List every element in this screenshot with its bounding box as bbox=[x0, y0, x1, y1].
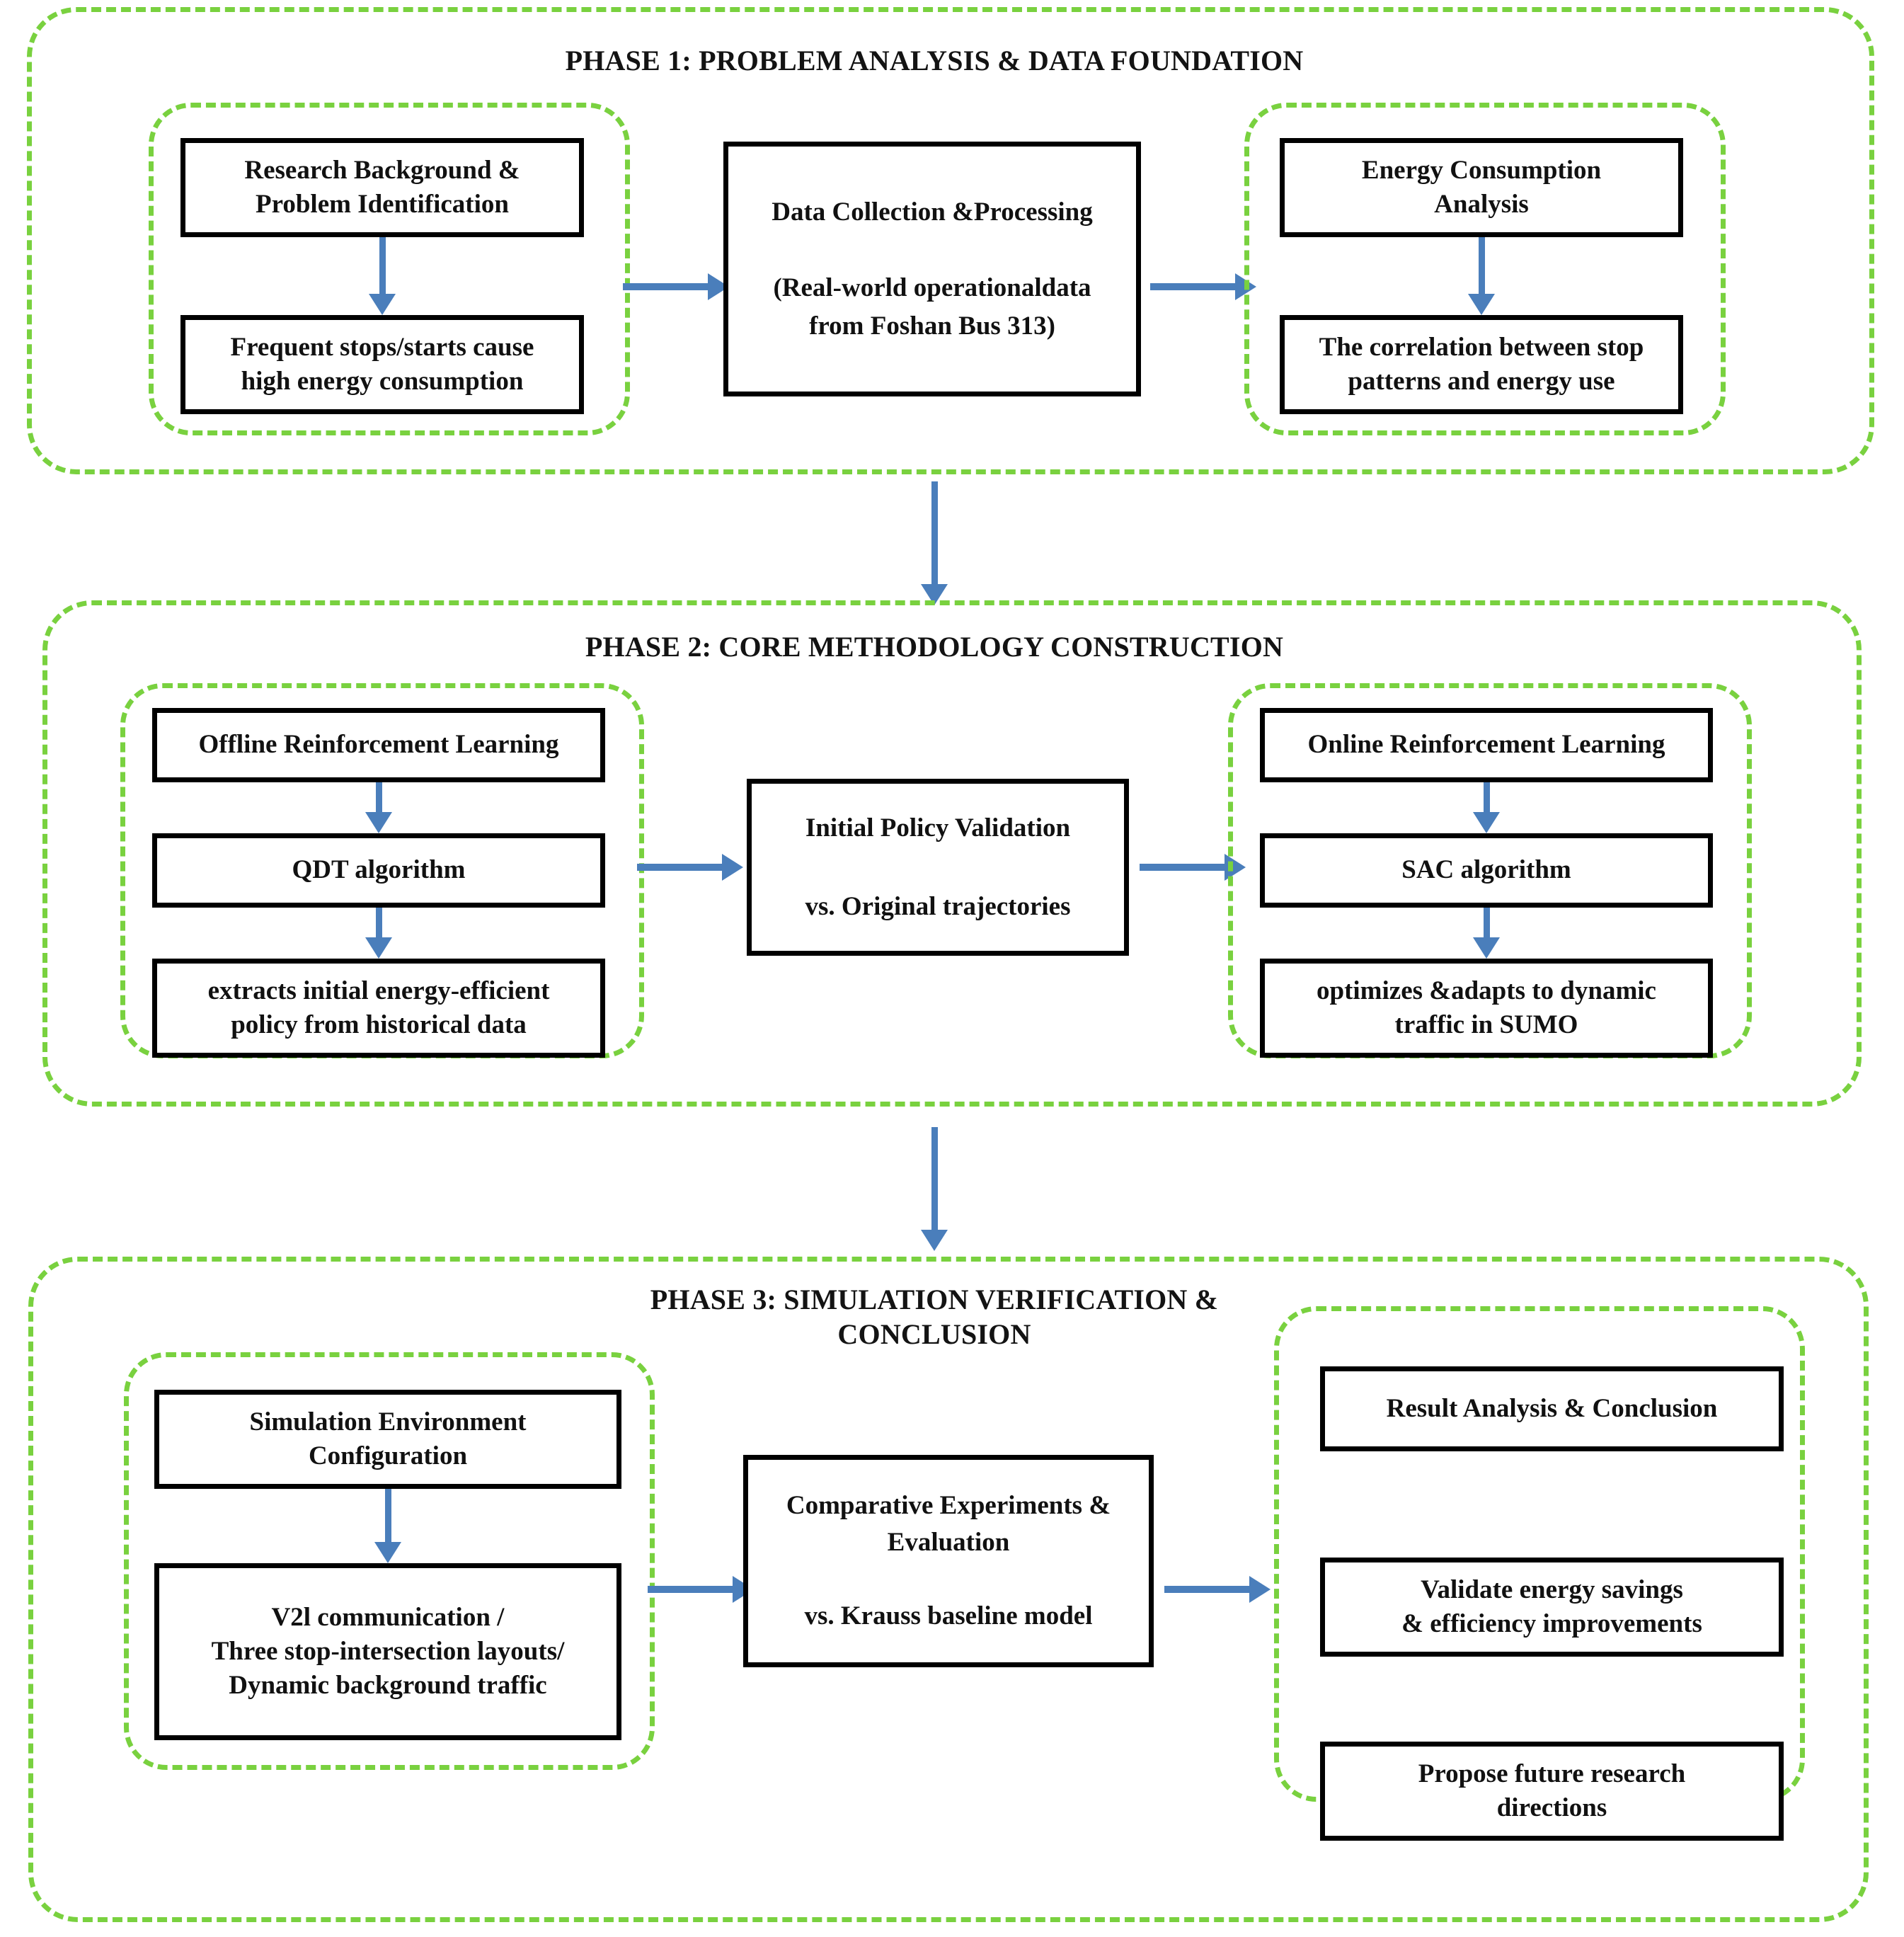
node-data-collection: Data Collection &Processing (Real-world … bbox=[723, 142, 1141, 396]
node-frequent-stops: Frequent stops/starts cause high energy … bbox=[180, 315, 584, 414]
node-research-background: Research Background & Problem Identifica… bbox=[180, 138, 584, 237]
node-optimizes-adapts: optimizes &adapts to dynamic traffic in … bbox=[1260, 959, 1713, 1058]
node-result-analysis-conclusion: Result Analysis & Conclusion bbox=[1320, 1366, 1784, 1451]
node-online-rl: Online Reinforcement Learning bbox=[1260, 708, 1713, 782]
node-qdt-algorithm: QDT algorithm bbox=[152, 833, 605, 908]
node-energy-consumption-analysis: Energy Consumption Analysis bbox=[1280, 138, 1683, 237]
phase-2-title: PHASE 2: CORE METHODOLOGY CONSTRUCTION bbox=[585, 631, 1284, 663]
phase-1-title: PHASE 1: PROBLEM ANALYSIS & DATA FOUNDAT… bbox=[565, 45, 1304, 76]
arrow-p2-n5-to-n6 bbox=[1472, 782, 1501, 833]
node-correlation-stop-patterns: The correlation between stop patterns an… bbox=[1280, 315, 1683, 414]
arrow-p3-n1-to-n2 bbox=[374, 1489, 402, 1563]
node-v2l-communication: V2l communication / Three stop-intersect… bbox=[154, 1563, 621, 1740]
phase-1-right-group bbox=[1244, 103, 1726, 435]
arrow-p2-n6-to-n7 bbox=[1472, 908, 1501, 959]
arrow-phase1-to-phase2 bbox=[920, 481, 948, 605]
node-initial-policy-validation: Initial Policy Validation vs. Original t… bbox=[747, 779, 1129, 956]
arrow-phase2-to-phase3 bbox=[920, 1127, 948, 1251]
arrow-p1-left-to-center bbox=[623, 273, 729, 301]
node-propose-future-research: Propose future research directions bbox=[1320, 1742, 1784, 1841]
phase-3-container bbox=[28, 1257, 1869, 1922]
node-offline-rl: Offline Reinforcement Learning bbox=[152, 708, 605, 782]
node-extracts-initial-policy: extracts initial energy-efficient policy… bbox=[152, 959, 605, 1058]
arrow-p1-center-to-right bbox=[1150, 273, 1256, 301]
phase-3-title: PHASE 3: SIMULATION VERIFICATION & CONCL… bbox=[650, 1284, 1219, 1350]
node-comparative-experiments: Comparative Experiments & Evaluation vs.… bbox=[743, 1455, 1154, 1667]
node-validate-energy-savings: Validate energy savings & efficiency imp… bbox=[1320, 1558, 1784, 1657]
phase-3-left-group bbox=[124, 1352, 655, 1770]
arrow-p1-n1-to-n2 bbox=[368, 237, 396, 315]
phase-2-container bbox=[42, 600, 1862, 1107]
arrow-p3-left-to-center bbox=[648, 1575, 754, 1604]
arrow-p2-n2-to-n3 bbox=[365, 908, 393, 959]
node-simulation-environment-config: Simulation Environment Configuration bbox=[154, 1390, 621, 1489]
arrow-p1-n4-to-n5 bbox=[1467, 237, 1496, 315]
phase-1-container bbox=[27, 7, 1874, 474]
node-sac-algorithm: SAC algorithm bbox=[1260, 833, 1713, 908]
arrow-p2-n1-to-n2 bbox=[365, 782, 393, 833]
arrow-p3-center-to-right bbox=[1164, 1575, 1271, 1604]
arrow-p2-left-to-center bbox=[637, 853, 743, 881]
phase-1-left-group bbox=[149, 103, 630, 435]
